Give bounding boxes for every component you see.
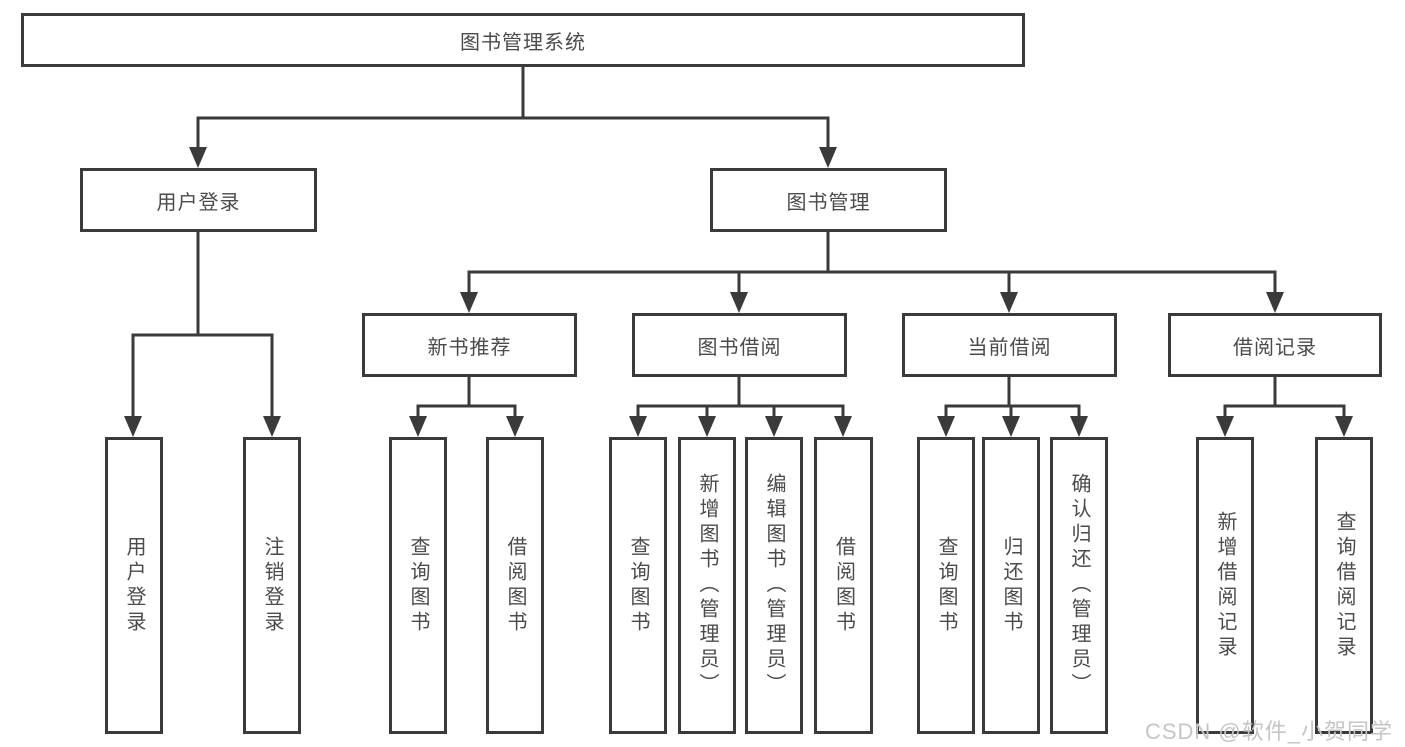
node-book-borrow: 图书借阅	[632, 313, 847, 377]
leaf-borrow-books-1: 借阅图书	[486, 437, 544, 734]
leaf-logout-label: 注销登录	[261, 535, 283, 636]
node-borrow-records-label: 借阅记录	[1233, 336, 1317, 359]
node-current-borrow-label: 当前借阅	[967, 336, 1052, 359]
leaf-return-books: 归还图书	[982, 437, 1040, 734]
leaf-borrow-books-1-label: 借阅图书	[504, 535, 526, 636]
leaf-query-books-1: 查询图书	[389, 437, 447, 734]
branch-user-login	[124, 230, 281, 437]
node-user-login-label: 用户登录	[156, 191, 241, 214]
branch-book-borrow	[629, 375, 852, 437]
csdn-watermark: CSDN @软件_小贺同学	[1144, 719, 1393, 744]
leaf-edit-books-admin-label: 编辑图书（管理员）	[763, 473, 785, 698]
leaf-add-borrow-record: 新增借阅记录	[1196, 437, 1254, 734]
leaf-confirm-return-admin: 确认归还（管理员）	[1050, 437, 1108, 734]
leaf-borrow-books-2: 借阅图书	[814, 437, 873, 734]
branch-book-management	[460, 230, 1284, 313]
leaf-return-books-label: 归还图书	[1000, 535, 1022, 636]
node-book-borrow-label: 图书借阅	[697, 336, 782, 359]
node-book-management: 图书管理	[710, 168, 947, 232]
leaf-logout: 注销登录	[243, 437, 301, 734]
node-library-system-label: 图书管理系统	[460, 31, 586, 54]
branch-borrow-records	[1216, 375, 1353, 437]
leaf-add-books-admin-label: 新增图书（管理员）	[696, 473, 718, 698]
leaf-query-borrow-record-label: 查询借阅记录	[1333, 510, 1355, 661]
leaf-query-books-1-label: 查询图书	[407, 535, 429, 636]
branch-new-book	[409, 375, 524, 437]
node-new-book-recommend-label: 新书推荐	[427, 336, 512, 359]
leaf-user-login: 用户登录	[105, 437, 163, 734]
node-book-management-label: 图书管理	[786, 191, 871, 214]
leaf-add-books-admin: 新增图书（管理员）	[678, 437, 736, 734]
leaf-query-books-2: 查询图书	[609, 437, 667, 734]
node-user-login: 用户登录	[80, 168, 317, 232]
branch-root	[189, 65, 837, 168]
leaf-query-borrow-record: 查询借阅记录	[1315, 437, 1373, 734]
leaf-query-books-2-label: 查询图书	[627, 535, 649, 636]
leaf-add-borrow-record-label: 新增借阅记录	[1214, 510, 1236, 661]
branch-current-borrow	[937, 375, 1088, 437]
node-borrow-records: 借阅记录	[1168, 313, 1382, 377]
node-library-system: 图书管理系统	[21, 13, 1025, 67]
leaf-borrow-books-2-label: 借阅图书	[832, 535, 855, 636]
leaf-edit-books-admin: 编辑图书（管理员）	[745, 437, 803, 734]
leaf-user-login-label: 用户登录	[123, 535, 145, 636]
node-current-borrow: 当前借阅	[902, 313, 1117, 377]
node-new-book-recommend: 新书推荐	[362, 313, 577, 377]
leaf-query-books-3-label: 查询图书	[935, 535, 957, 636]
leaf-confirm-return-admin-label: 确认归还（管理员）	[1068, 473, 1090, 698]
leaf-query-books-3: 查询图书	[917, 437, 975, 734]
